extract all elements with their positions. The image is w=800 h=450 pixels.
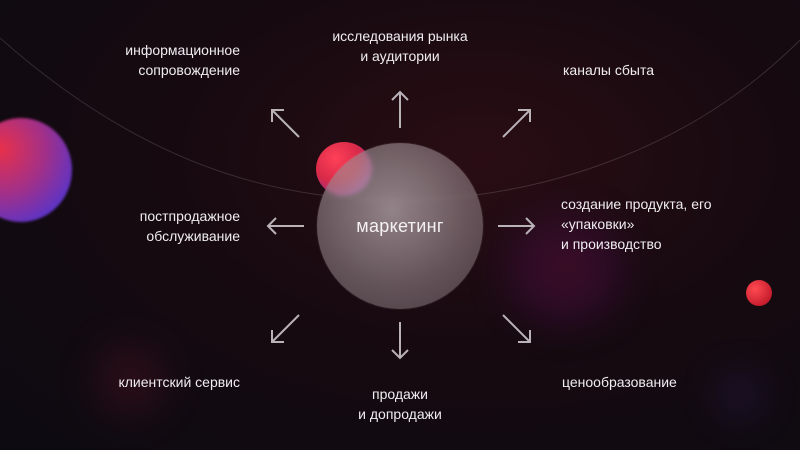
arrow-down-icon [391, 322, 409, 360]
node-line: продажи [372, 386, 428, 402]
node-line: исследования рынка [332, 28, 468, 44]
node-line: и производство [561, 236, 662, 252]
node-line: ценообразование [562, 374, 677, 390]
node-line: обслуживание [146, 228, 240, 244]
arrow-down-right-icon [502, 314, 531, 343]
center-circle [317, 143, 483, 309]
node-info-support: информационное сопровождение [60, 40, 240, 80]
node-line: постпродажное [139, 208, 240, 224]
arrow-up-icon [391, 90, 409, 128]
node-line: и аудитории [360, 48, 440, 64]
node-line: сопровождение [138, 62, 240, 78]
arrow-up-right-icon [502, 109, 531, 138]
node-line: каналы сбыта [563, 62, 654, 78]
glow-bottom-left [90, 340, 170, 420]
node-product-creation: создание продукта, его «упаковки» и прои… [561, 194, 781, 254]
node-sales-upsales: продажи и допродажи [300, 384, 500, 424]
arrow-left-icon [266, 217, 304, 235]
arrow-down-left-icon [271, 314, 300, 343]
node-line: информационное [125, 42, 240, 58]
node-pricing: ценообразование [562, 372, 762, 392]
node-post-sale-service: постпродажное обслуживание [60, 206, 240, 246]
node-client-service: клиентский сервис [40, 372, 240, 392]
decorative-orb-right [746, 280, 772, 306]
glow-right [505, 215, 625, 325]
node-line: «упаковки» [561, 216, 635, 232]
node-market-research: исследования рынка и аудитории [300, 26, 500, 66]
arrow-up-left-icon [271, 109, 300, 138]
glow-bottom-right [715, 370, 765, 420]
node-line: клиентский сервис [118, 374, 240, 390]
node-sales-channels: каналы сбыта [563, 60, 763, 80]
node-line: создание продукта, его [561, 196, 712, 212]
node-line: и допродажи [358, 406, 442, 422]
center-label: маркетинг [356, 215, 444, 236]
arrow-right-icon [498, 217, 536, 235]
